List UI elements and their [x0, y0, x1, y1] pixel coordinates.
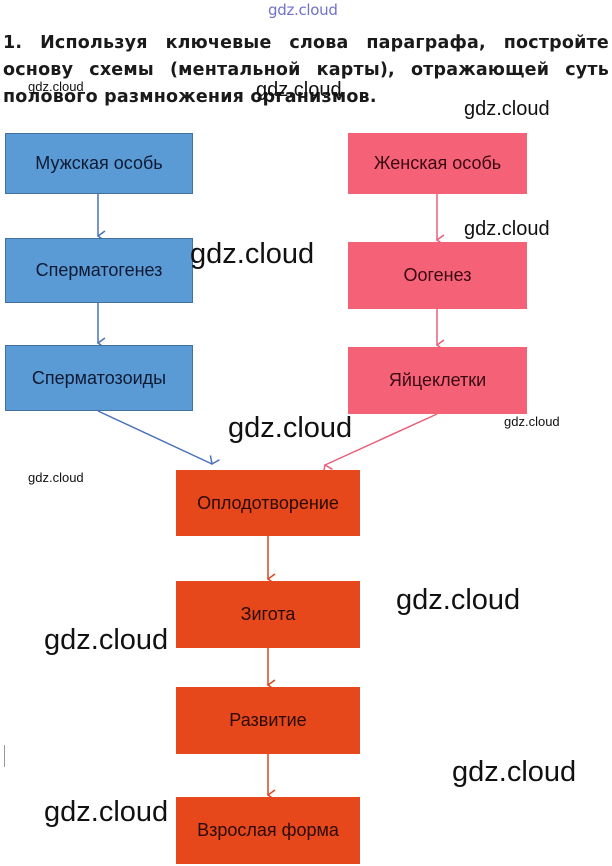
task-text: 1. Используя ключевые слова параграфа, п… — [3, 33, 609, 107]
watermark: gdz.cloud — [44, 796, 169, 828]
scan-edge-mark — [4, 745, 5, 767]
node-male-individual: Мужская особь — [5, 133, 193, 194]
watermark: gdz.cloud — [396, 584, 521, 616]
watermark: gdz.cloud — [228, 412, 353, 444]
node-spermatogenesis: Сперматогенез — [5, 238, 193, 303]
watermark: gdz.cloud — [256, 79, 342, 101]
node-female-individual: Женская особь — [348, 133, 527, 194]
watermark: gdz.cloud — [504, 414, 560, 429]
header-watermark: gdz.cloud — [268, 1, 338, 19]
node-fertilization: Оплодотворение — [176, 470, 360, 536]
node-zygote: Зигота — [176, 581, 360, 648]
arrow-spermatozoa-to-fertilization — [97, 410, 220, 466]
node-adult-form: Взрослая форма — [176, 797, 360, 864]
watermark: gdz.cloud — [28, 79, 84, 94]
watermark: gdz.cloud — [452, 756, 577, 788]
node-spermatozoa: Сперматозоиды — [5, 345, 193, 411]
node-development: Развитие — [176, 687, 360, 754]
node-eggs: Яйцеклетки — [348, 347, 527, 414]
node-oogenesis: Оогенез — [348, 242, 527, 309]
watermark: gdz.cloud — [190, 238, 315, 270]
watermark: gdz.cloud — [28, 470, 84, 485]
watermark: gdz.cloud — [464, 218, 550, 240]
watermark: gdz.cloud — [44, 624, 169, 656]
watermark: gdz.cloud — [464, 98, 550, 120]
